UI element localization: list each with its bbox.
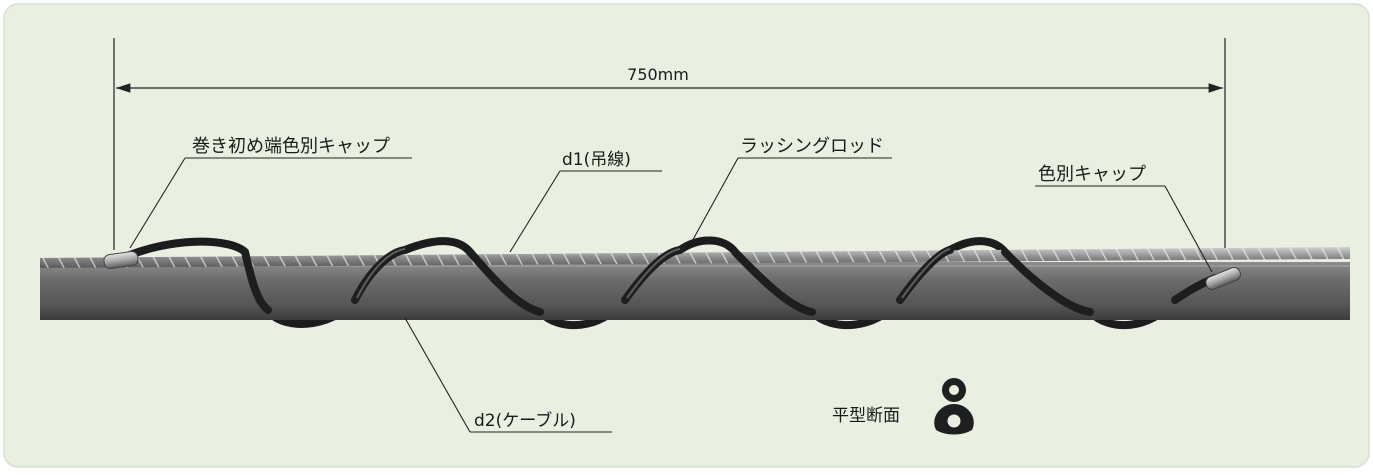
start-cap (103, 250, 139, 270)
cross-section-label: 平型断面 (832, 406, 900, 426)
dimension-label: 750mm (627, 65, 689, 84)
callout-color-cap (1035, 185, 1213, 273)
callout-messenger (509, 170, 662, 253)
callout-lashing-rod-label: ラッシングロッド (740, 136, 884, 157)
callout-start-cap (129, 157, 412, 249)
messenger-wire (40, 247, 1350, 268)
callout-messenger-label: d1(吊線) (562, 150, 631, 170)
background-panel (3, 3, 1370, 468)
callout-start-cap-label: 巻き初め端色別キャップ (192, 136, 390, 157)
flat-cross-section-icon (934, 378, 974, 435)
cable-body (40, 262, 1350, 320)
callout-color-cap-label: 色別キャップ (1038, 164, 1146, 185)
callout-cable-label: d2(ケーブル) (474, 410, 576, 431)
color-cap (1205, 267, 1242, 290)
callout-lashing-rod (689, 157, 892, 246)
callout-cable (404, 317, 612, 433)
